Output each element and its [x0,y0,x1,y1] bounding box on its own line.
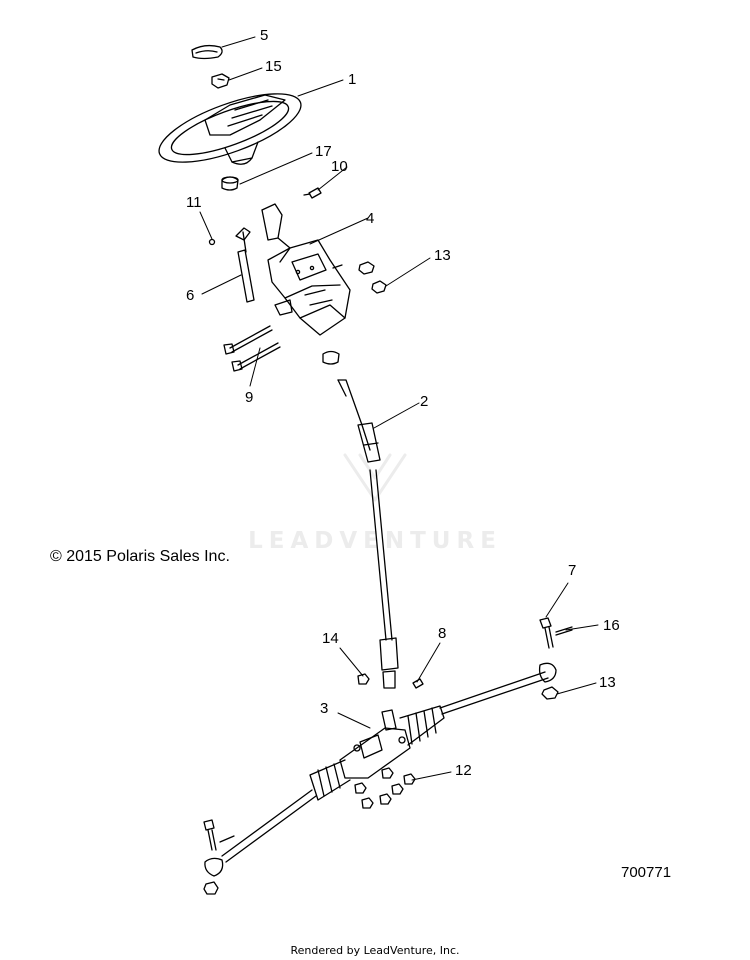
callout-label-14: 14 [322,630,339,647]
bushing-part-16 [221,176,239,191]
flange-nut-part-13-lower [541,686,559,700]
steering-wheel-part [158,93,302,165]
cotter-pin-part-17 [555,626,573,636]
long-bolts-part [223,325,281,372]
callout-label-15: 15 [265,58,282,75]
watermark-text: LEADVENTURE [248,528,502,554]
callout-label-4: 4 [366,210,375,227]
pin-part-11 [208,238,216,246]
bolt-part-7 [539,617,554,649]
flange-nut-part-13-upper [332,261,387,294]
steering-shaft-part [337,379,399,689]
callout-label-10: 10 [331,158,348,175]
callout-label-5: 5 [260,27,269,44]
gas-strut-part [235,227,255,303]
nut-part-14 [357,673,370,685]
drawing-number: 700771 [621,864,672,881]
watermark-logo [343,453,407,502]
callout-label-16: 17 [315,143,332,160]
callout-label-6: 6 [186,287,195,304]
callout-label-12: 12 [455,762,472,779]
bushing-lower [322,350,340,365]
steering-nut-part [211,73,230,89]
footer-credit: Rendered by LeadVenture, Inc. [290,944,460,957]
steering-rack-part [203,662,557,895]
nut-set-part-12 [354,767,416,809]
callout-label-13-lower: 13 [599,674,616,691]
callout-label-9: 9 [245,389,254,406]
callout-label-1: 1 [348,71,357,88]
screw-part-10 [303,187,322,199]
callout-label-3: 3 [320,700,329,717]
horn-cap-part [191,44,223,60]
steering-bracket-part [261,203,351,336]
copyright-notice: © 2015 Polaris Sales Inc. [50,548,230,565]
callout-label-13-upper: 13 [434,247,451,264]
leader-lines [199,36,599,781]
callout-label-8: 8 [438,625,447,642]
callout-label-17: 16 [603,617,620,634]
callout-label-2: 2 [420,393,429,410]
callout-label-7: 7 [568,562,577,579]
callout-label-11: 11 [186,194,202,211]
